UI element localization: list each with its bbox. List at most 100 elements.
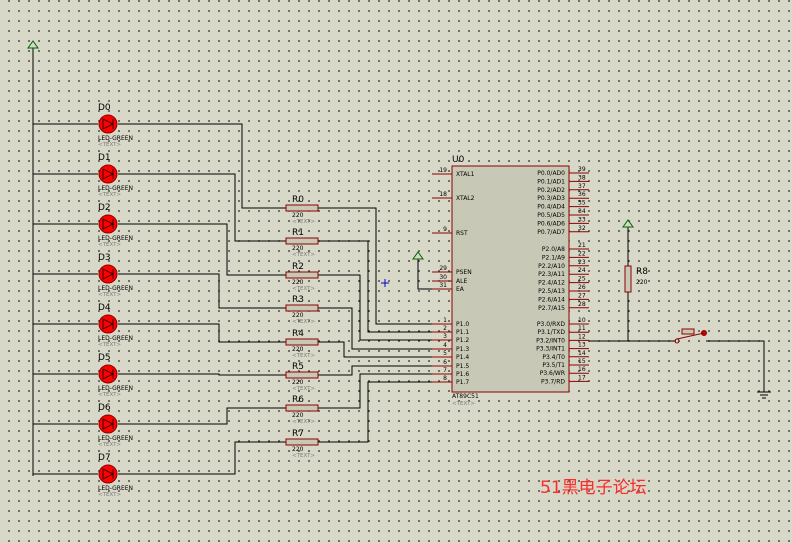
mcu-pin-number: 29 — [439, 265, 447, 272]
mcu-pin-name: P3.5/T1 — [542, 362, 565, 369]
power-terminal-icon — [412, 251, 424, 260]
resistor-text-placeholder: <TEXT> — [292, 353, 315, 359]
mcu-pin-number: 22 — [578, 250, 586, 257]
resistor-to-port-wire — [318, 365, 437, 376]
led-icon[interactable] — [98, 464, 118, 484]
mcu-pin-name: P1.1 — [456, 329, 469, 336]
led-icon[interactable] — [98, 164, 118, 184]
resistor-ref-label: R7 — [292, 429, 304, 439]
diode-symbol-icon — [102, 168, 114, 180]
mcu-pin-name: P2.6/A14 — [538, 296, 565, 303]
resistor-body[interactable] — [285, 371, 319, 379]
resistor-body[interactable] — [285, 404, 319, 412]
led-to-resistor-wire — [118, 123, 282, 209]
resistor-to-port-wire — [318, 207, 437, 325]
led-text-placeholder: <TEXT> — [98, 142, 121, 148]
mcu-pin-name: P2.0/A8 — [542, 246, 565, 253]
mcu-pin-name: P1.2 — [456, 337, 469, 344]
resistor-value-label: 220 — [292, 346, 304, 353]
resistor-body[interactable] — [285, 338, 319, 346]
mcu-pin-name: P2.3/A11 — [538, 271, 565, 278]
mcu-part-label: AT89C51 — [452, 393, 479, 400]
resistor-body[interactable] — [285, 438, 319, 446]
led-value-label: LED-GREEN — [98, 135, 133, 142]
led-value-label: LED-GREEN — [98, 235, 133, 242]
resistor-body[interactable] — [285, 237, 319, 245]
led-icon[interactable] — [98, 114, 118, 134]
pushbutton-icon[interactable] — [681, 328, 695, 335]
resistor-to-port-wire — [318, 307, 437, 350]
mcu-pin-name: P3.2/INT0 — [536, 337, 565, 344]
mcu-pin-name: P1.3 — [456, 346, 469, 353]
mcu-pin-name: XTAL1 — [456, 171, 475, 178]
mcu-pin-number: 19 — [439, 167, 447, 174]
resistor-to-port-wire — [318, 240, 437, 333]
resistor-value-label: 220 — [292, 312, 304, 319]
r8-body[interactable] — [624, 265, 632, 293]
resistor-text-placeholder: <TEXT> — [292, 319, 315, 325]
led-icon[interactable] — [98, 264, 118, 284]
resistor-body[interactable] — [285, 304, 319, 312]
mcu-pin-number: 5 — [443, 350, 447, 357]
led-icon[interactable] — [98, 314, 118, 334]
mcu-pin-name: RST — [456, 230, 468, 237]
mcu-pin-name: P3.1/TXD — [537, 329, 565, 336]
mcu-pin-number: 11 — [578, 325, 586, 332]
mcu-pin-number: 23 — [578, 259, 586, 266]
led-to-resistor-wire — [118, 441, 282, 475]
mcu-pin-number: 6 — [443, 359, 447, 366]
resistor-ref-label: R5 — [292, 362, 304, 372]
mcu-pin-number: 33 — [578, 216, 586, 223]
mcu-pin-number: 26 — [578, 284, 586, 291]
mcu-pin-number: 31 — [439, 282, 447, 289]
led-icon[interactable] — [98, 214, 118, 234]
led-value-label: LED-GREEN — [98, 435, 133, 442]
mcu-pin-name: P1.7 — [456, 379, 469, 386]
resistor-text-placeholder: <TEXT> — [292, 252, 315, 258]
resistor-to-port-wire — [318, 274, 437, 341]
watermark-text: 51黑电子论坛 — [540, 478, 647, 498]
led-icon[interactable] — [98, 414, 118, 434]
resistor-body[interactable] — [285, 204, 319, 212]
resistor-value-label: 220 — [292, 379, 304, 386]
mcu-pin-number: 18 — [439, 191, 447, 198]
resistor-text-placeholder: <TEXT> — [292, 419, 315, 425]
resistor-ref-label: R3 — [292, 295, 304, 305]
ea-power-wire — [417, 259, 432, 290]
led-text-placeholder: <TEXT> — [98, 392, 121, 398]
led-text-placeholder: <TEXT> — [98, 192, 121, 198]
mcu-pin-name: P2.5/A13 — [538, 288, 565, 295]
mcu-pin-name: P2.7/A15 — [538, 305, 565, 312]
mcu-pin-number: 21 — [578, 242, 586, 249]
led-value-label: LED-GREEN — [98, 185, 133, 192]
mcu-pin-name: P2.2/A10 — [538, 263, 565, 270]
led-ref-label: D5 — [98, 353, 111, 363]
mcu-pin-number: 9 — [443, 226, 447, 233]
mcu-pin-number: 7 — [443, 367, 447, 374]
mcu-pin-number: 1 — [443, 317, 447, 324]
resistor-group: R0220<TEXT>R1220<TEXT>R2220<TEXT>R3220<T… — [282, 195, 319, 459]
mcu-pin-name: P3.6/WR — [540, 370, 565, 377]
wires — [32, 48, 765, 476]
resistor-body[interactable] — [285, 271, 319, 279]
resistor-text-placeholder: <TEXT> — [292, 219, 315, 225]
mcu-body[interactable] — [451, 165, 570, 393]
led-group: D0LED-GREEN<TEXT>D1LED-GREEN<TEXT>D2LED-… — [98, 103, 133, 498]
led-text-placeholder: <TEXT> — [98, 442, 121, 448]
mcu-pin-name: P3.3/INT1 — [536, 346, 565, 353]
mcu-pin-name: P1.6 — [456, 371, 469, 378]
mcu-pin-name: P3.4/T0 — [542, 354, 565, 361]
mcu-pin-number: 2 — [443, 325, 447, 332]
led-to-resistor-wire — [118, 373, 282, 376]
mcu-pin-name: P0.0/AD0 — [537, 170, 565, 177]
led-to-resistor-wire — [118, 223, 282, 276]
mcu-pin-number: 15 — [578, 358, 586, 365]
mcu-pin-number: 39 — [578, 166, 586, 173]
mcu-pin-number: 17 — [578, 374, 586, 381]
mcu-at89c51[interactable]: U0AT89C51<TEXT>19XTAL118XTAL29RST29PSEN3… — [432, 155, 589, 407]
led-ref-label: D0 — [98, 103, 111, 113]
led-icon[interactable] — [98, 364, 118, 384]
mcu-pin-number: 27 — [578, 292, 586, 299]
